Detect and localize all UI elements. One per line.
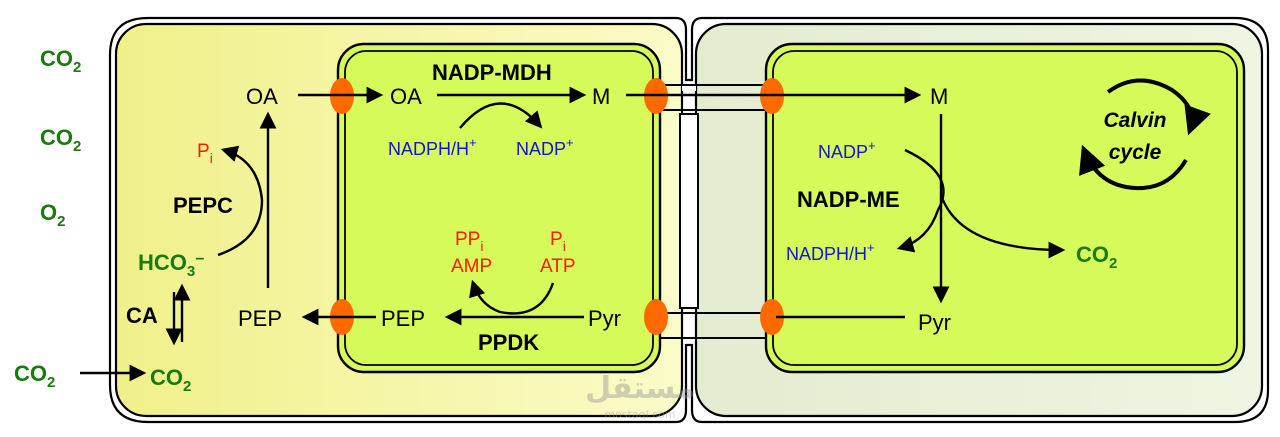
chl-nadp-label: NADP+ xyxy=(516,135,574,159)
transporter-pyr-in xyxy=(760,299,784,335)
ppi-label: PPi xyxy=(455,229,483,254)
calvin-line2: cycle xyxy=(1109,141,1162,164)
mdh-enzyme: NADP-MDH xyxy=(432,60,552,85)
chl-m-label: M xyxy=(592,84,610,109)
bs-nadph-label: NADPH/H+ xyxy=(786,240,875,264)
watermark-arabic: مستقل xyxy=(585,371,695,406)
pep-label: PEP xyxy=(238,306,282,331)
chl-pi-label: Pi xyxy=(550,229,566,254)
chl-nadph-label: NADPH/H+ xyxy=(388,135,477,159)
bundle-sheath-labels: M NADP+ NADP-ME NADPH/H+ CO2 Pyr xyxy=(786,84,1117,335)
pi-label: Pi xyxy=(197,141,213,166)
calvin-line1: Calvin xyxy=(1103,109,1166,132)
oa-label: OA xyxy=(246,84,278,109)
outside-co2-in: CO2 xyxy=(14,361,55,391)
atp-label: ATP xyxy=(540,256,576,277)
co2-inside: CO2 xyxy=(150,365,191,395)
mesophyll-chloroplast xyxy=(336,42,662,374)
me-enzyme: NADP-ME xyxy=(797,187,900,212)
ca-enzyme: CA xyxy=(126,303,158,328)
pepc-enzyme: PEPC xyxy=(173,193,233,218)
chl-pyr-label: Pyr xyxy=(588,306,621,331)
bs-co2-label: CO2 xyxy=(1076,242,1117,272)
watermark-latin: mostaql.com xyxy=(604,408,675,421)
chl-oa-label: OA xyxy=(390,84,422,109)
outside-co2-1: CO2 xyxy=(40,46,81,76)
outside-labels: CO2 CO2 O2 CO2 xyxy=(14,46,81,391)
mesophyll-chloroplast-labels: OA NADP-MDH M NADPH/H+ NADP+ PEP Pyr PPD… xyxy=(381,60,621,355)
bs-pyr-label: Pyr xyxy=(918,310,951,335)
plasmodesmata xyxy=(660,84,768,339)
bs-m-label: M xyxy=(930,84,948,109)
chl-pep-label: PEP xyxy=(381,306,425,331)
reaction-arrows xyxy=(80,86,1066,382)
ppdk-enzyme: PPDK xyxy=(478,330,539,355)
amp-label: AMP xyxy=(451,256,492,277)
outside-co2-2: CO2 xyxy=(40,125,81,155)
bs-nadp-label: NADP+ xyxy=(818,138,876,162)
hco3-label: HCO3− xyxy=(138,250,205,280)
watermark: مستقل mostaql.com xyxy=(585,371,695,421)
mesophyll-labels: CO2 HCO3− CA PEPC Pi OA PEP xyxy=(126,84,282,395)
calvin-cycle: Calvin cycle xyxy=(1079,78,1211,191)
transporter-pyr-out xyxy=(644,299,668,335)
outside-o2: O2 xyxy=(40,200,65,230)
bundle-sheath-chloroplast xyxy=(764,42,1246,374)
